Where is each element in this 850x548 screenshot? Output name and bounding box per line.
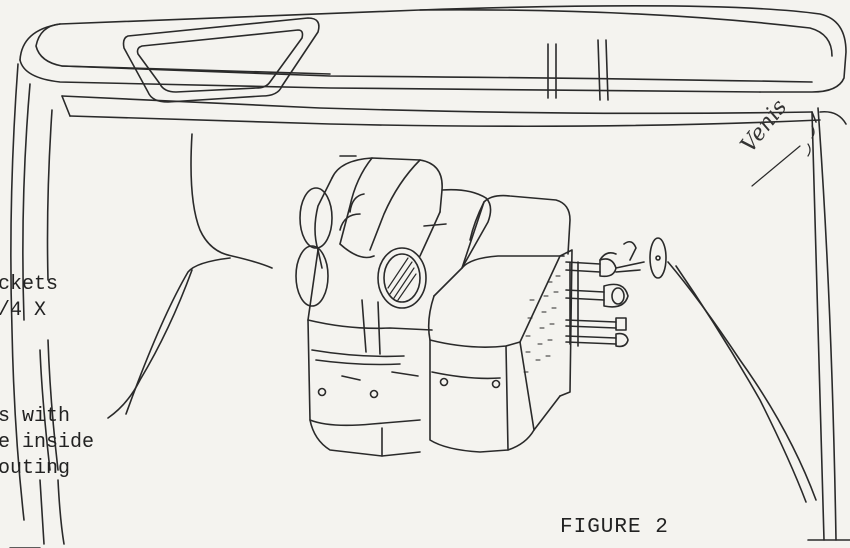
figure-caption: FIGURE 2 <box>560 516 669 539</box>
control-box <box>427 194 667 453</box>
signature-mark <box>751 125 815 187</box>
roof-panel <box>19 5 847 128</box>
leader-lines <box>107 265 807 503</box>
compressor-unit <box>295 157 492 457</box>
brake-light <box>122 17 320 103</box>
callout-brackets: ckets/4 X <box>0 273 59 322</box>
body-walls <box>9 63 850 548</box>
